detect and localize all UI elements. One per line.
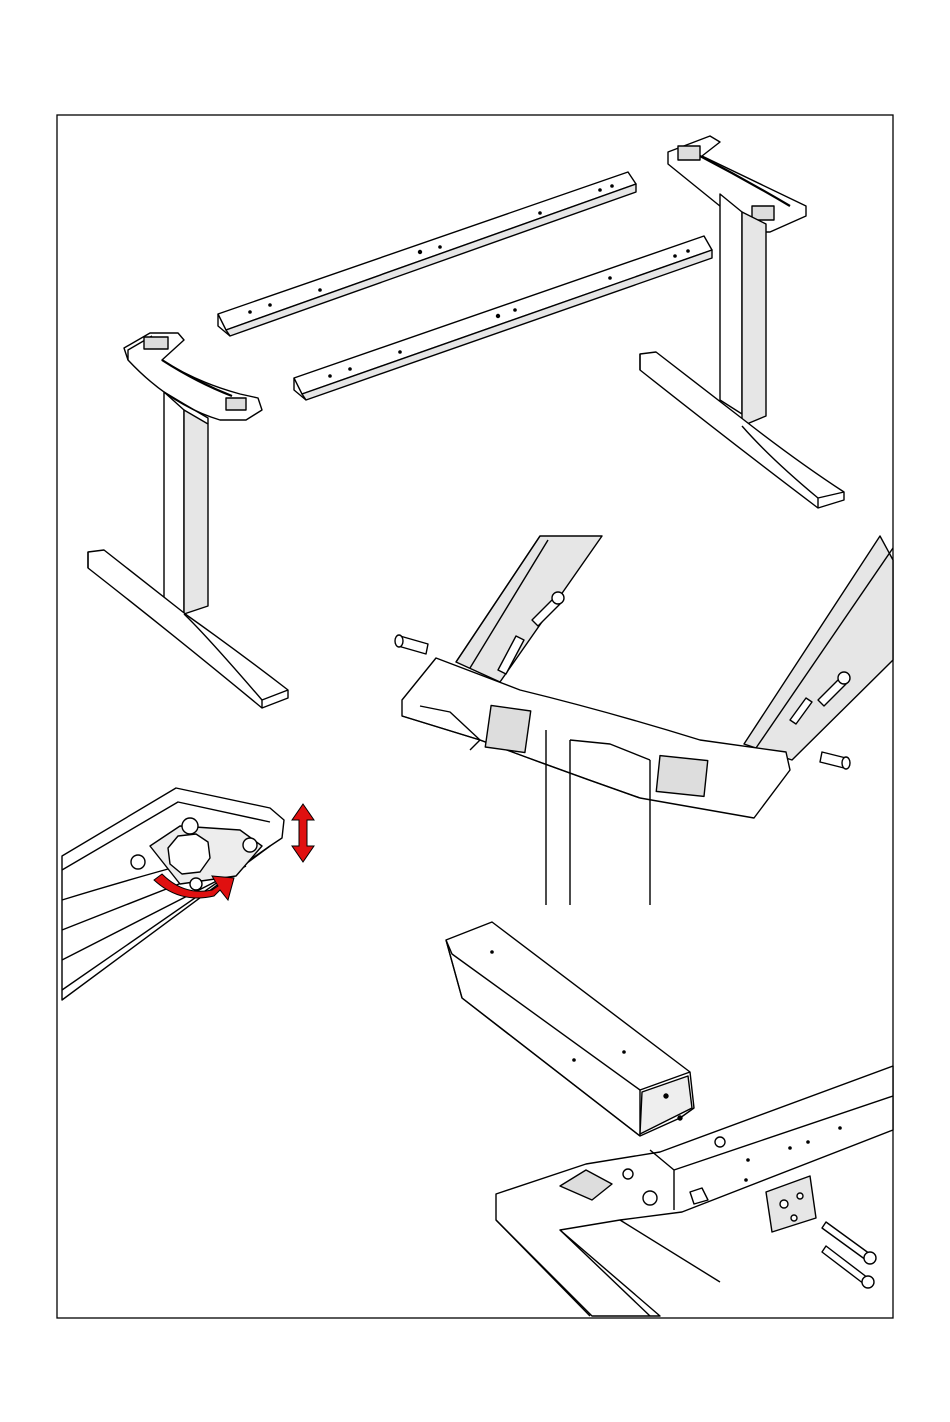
assembly-diagram — [0, 0, 950, 1422]
instruction-sheet — [0, 0, 950, 1422]
